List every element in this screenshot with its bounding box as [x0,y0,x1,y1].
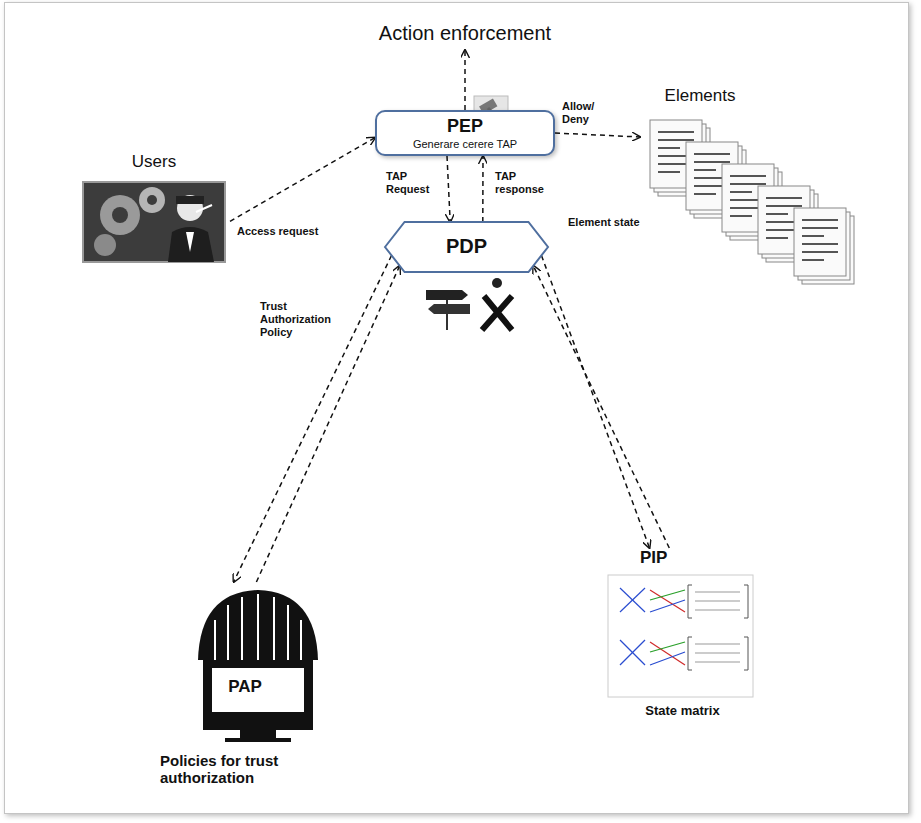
document-line [658,131,694,133]
info-point: PIP State matrix [600,548,765,728]
document-line [730,183,766,185]
node-subtitle: State matrix [600,704,765,719]
node-title: Action enforcement [370,22,560,45]
process-box: PEPGenerare cerere TAP [375,110,555,156]
dashed-connector [447,156,450,222]
dashed-connector [464,50,466,110]
node-title: PAP [213,677,277,697]
dashed-connector [230,138,375,222]
dashed-connector [533,266,669,548]
hexagon-shape [385,222,548,272]
policy-store: PAP Policies for trust authorization [150,582,340,807]
document-line [694,193,716,195]
state-matrix-icon [608,575,753,697]
document-line [766,205,802,207]
dashed-connector [541,256,649,549]
edge-label: Trust Authorization Policy [258,300,342,340]
target-label: Action enforcement [370,20,560,50]
dashed-connector [234,256,392,583]
document-line [694,161,730,163]
dashed-connector [482,156,484,222]
edge-label: Element state [566,216,650,229]
node-title: PIP [640,548,700,568]
document-line [658,147,680,149]
document-line [766,197,802,199]
edge-label: Access request [235,225,320,238]
document-line [802,251,838,253]
document-sheet [794,208,846,276]
edge-label: Allow/ Deny [560,100,604,126]
node-subtitle: Generare cerere TAP [377,138,553,151]
node-title: PDP [385,235,548,258]
users-icon [83,182,225,262]
document-line [802,219,838,221]
document-line [658,171,680,173]
node-title: PEP [377,116,553,137]
edge-label: TAP Request [384,170,444,196]
document-line [766,213,788,215]
decision-hexagon: PDP [385,222,548,272]
document-line [802,259,824,261]
document-line [694,153,730,155]
pap-icon [198,590,318,742]
documents-icon [650,120,854,284]
dashed-connector [555,133,640,137]
document-line [730,175,766,177]
document-line [802,227,838,229]
node-subtitle: Policies for trust authorization [160,752,310,787]
edge-label: TAP response [493,170,557,196]
document-line [730,191,752,193]
document-line [802,243,838,245]
document-line [658,139,694,141]
node-title: Users [78,152,230,172]
document-line [766,237,788,239]
decision-figure [426,278,512,330]
node-title: Elements [640,86,760,106]
users-actor: Users [78,152,230,264]
document-line [802,235,824,237]
document-line [694,169,716,171]
dashed-connector [256,266,399,582]
elements-store: Elements [640,86,850,256]
document-line [730,215,752,217]
